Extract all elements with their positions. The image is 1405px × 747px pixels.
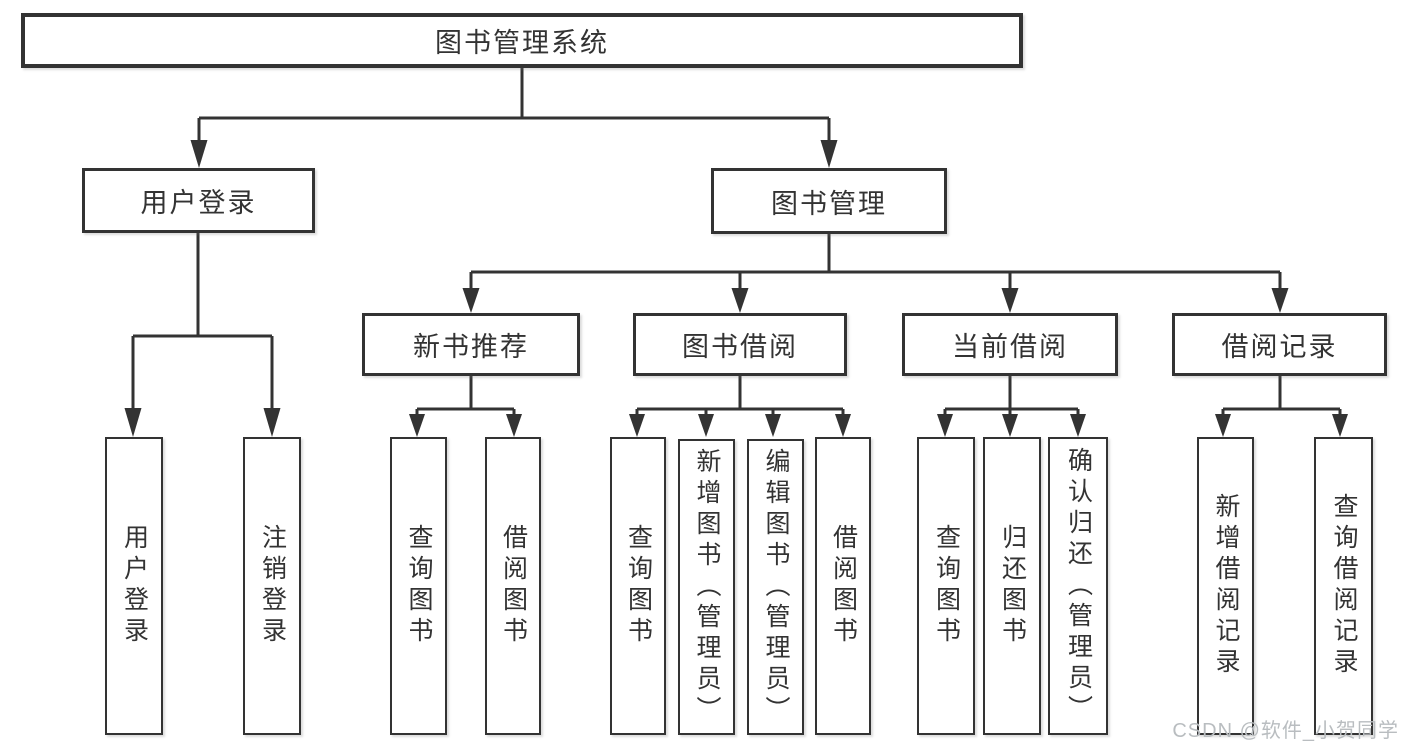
- node-book-borrowing: 图书借阅: [633, 313, 847, 376]
- node-label: 借阅图书: [499, 524, 528, 648]
- node-label: 新增图书（管理员）: [693, 447, 721, 727]
- node-query-borrow-record: 查询借阅记录: [1314, 437, 1373, 735]
- node-label: 确认归还（管理员）: [1064, 446, 1093, 726]
- node-query-books-1: 查询图书: [390, 437, 447, 735]
- node-label: 图书管理: [771, 188, 887, 219]
- node-label: 查询图书: [405, 524, 433, 648]
- node-add-books-admin: 新增图书（管理员）: [678, 439, 735, 735]
- node-label: 新增借阅记录: [1212, 493, 1240, 679]
- node-root-label: 图书管理系统: [435, 28, 609, 58]
- node-book-management: 图书管理: [711, 168, 947, 234]
- node-label: 查询借阅记录: [1330, 493, 1358, 679]
- node-edit-books-admin: 编辑图书（管理员）: [747, 439, 804, 735]
- node-root-system: 图书管理系统: [21, 13, 1023, 68]
- node-user-login-branch: 用户登录: [82, 168, 315, 233]
- node-query-books-2: 查询图书: [610, 437, 666, 735]
- node-new-book-recommend: 新书推荐: [362, 313, 580, 376]
- node-label: 用户登录: [120, 524, 149, 648]
- node-query-books-3: 查询图书: [917, 437, 975, 735]
- node-borrow-books-2: 借阅图书: [815, 437, 871, 735]
- node-current-borrowing: 当前借阅: [902, 313, 1118, 376]
- node-user-login-leaf: 用户登录: [105, 437, 163, 735]
- node-label: 查询图书: [932, 524, 961, 648]
- node-label: 新书推荐: [413, 332, 529, 362]
- node-add-borrow-record: 新增借阅记录: [1197, 437, 1254, 735]
- node-label: 编辑图书（管理员）: [762, 447, 790, 727]
- node-confirm-return-admin: 确认归还（管理员）: [1048, 437, 1108, 735]
- node-label: 借阅图书: [829, 524, 858, 648]
- node-label: 借阅记录: [1221, 332, 1338, 362]
- node-label: 归还图书: [998, 524, 1027, 648]
- node-borrowing-records: 借阅记录: [1172, 313, 1387, 376]
- node-label: 用户登录: [140, 188, 257, 218]
- csdn-watermark: CSDN @软件_小贺同学: [1172, 720, 1399, 742]
- node-label: 当前借阅: [952, 332, 1068, 362]
- node-label: 图书借阅: [682, 332, 798, 362]
- node-borrow-books-1: 借阅图书: [485, 437, 541, 735]
- node-label: 注销登录: [258, 524, 287, 648]
- node-return-books: 归还图书: [983, 437, 1041, 735]
- node-logout: 注销登录: [243, 437, 301, 735]
- node-label: 查询图书: [624, 524, 653, 648]
